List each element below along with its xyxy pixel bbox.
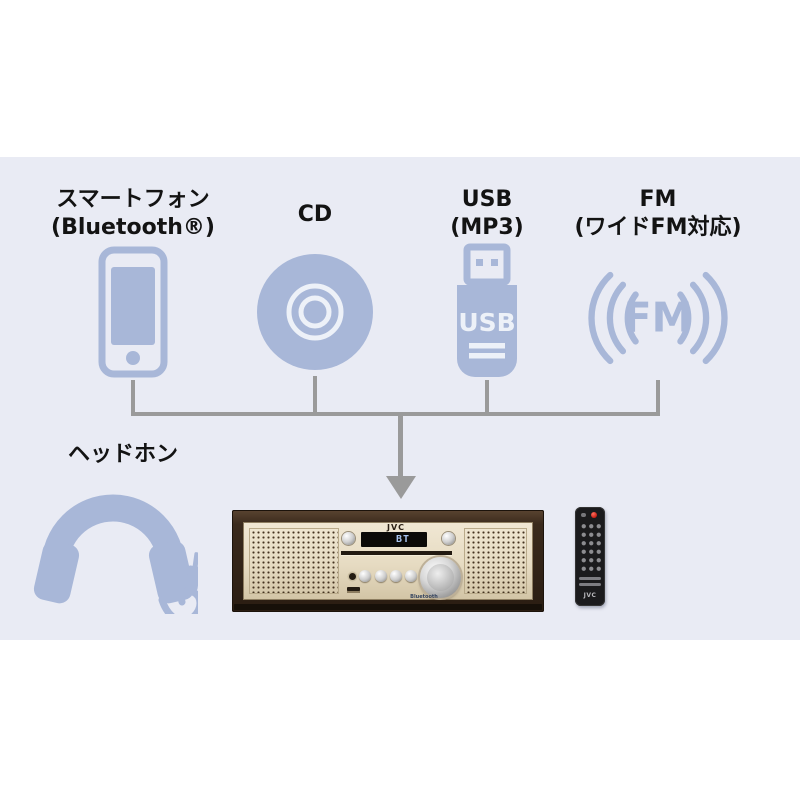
label-cd: CD (255, 186, 375, 244)
connector-line-usb (485, 380, 489, 415)
speaker-grille-right (464, 528, 527, 594)
arrow-down-icon (386, 476, 416, 499)
fm-waves-icon: FM (588, 271, 728, 365)
control-button-3 (390, 570, 402, 582)
headphones-icon (33, 494, 198, 614)
label-smartphone-line2: (Bluetooth®) (51, 215, 215, 240)
connector-line-fm (656, 380, 660, 415)
display-screen: BT (361, 532, 427, 547)
label-usb-line2: (MP3) (450, 215, 524, 240)
remote-bar-button-1 (579, 577, 601, 580)
remote-control: JVC (575, 507, 605, 606)
label-fm-line1: FM (639, 187, 677, 212)
cd-slot (341, 551, 452, 555)
control-button-1 (359, 570, 371, 582)
label-fm: FM (ワイドFM対応) (558, 186, 758, 244)
usb-port (347, 587, 360, 593)
usb-stick-icon: USB (457, 243, 517, 377)
stereo-base (234, 604, 542, 610)
speaker-grille-left (249, 528, 339, 594)
fm-icon-text: FM (624, 294, 693, 342)
label-cd-line1: CD (297, 202, 333, 227)
label-smartphone-line1: スマートフォン (56, 187, 210, 212)
remote-power-button (591, 512, 597, 518)
usb-icon-text: USB (458, 308, 515, 337)
brand-logo: JVC (386, 523, 406, 532)
source-knob (442, 532, 455, 545)
stereo-front-panel: JVC BT Bluetooth (243, 522, 533, 600)
label-smartphone: スマートフォン (Bluetooth®) (23, 186, 243, 244)
remote-brand-logo: JVC (583, 592, 597, 599)
remote-bar-button-2 (579, 583, 601, 586)
smartphone-icon (98, 246, 168, 378)
arrow-stem (398, 412, 403, 477)
connector-line-smartphone (131, 380, 135, 415)
control-button-2 (375, 570, 387, 582)
label-fm-line2: (ワイドFM対応) (574, 215, 742, 240)
bluetooth-label: Bluetooth (410, 594, 438, 600)
power-knob (342, 532, 355, 545)
cd-disc-icon (257, 254, 373, 370)
volume-knob (420, 557, 461, 598)
remote-button-grid (579, 521, 601, 573)
connector-line-horizontal (131, 412, 660, 416)
headphone-jack (349, 573, 356, 580)
label-headphone: ヘッドホン (67, 442, 178, 467)
remote-standby-button (581, 513, 586, 517)
control-button-4 (405, 570, 417, 582)
label-usb-line1: USB (461, 187, 513, 212)
stereo-system: JVC BT Bluetooth (232, 510, 544, 612)
label-usb: USB (MP3) (427, 186, 547, 244)
connector-line-cd (313, 376, 317, 415)
